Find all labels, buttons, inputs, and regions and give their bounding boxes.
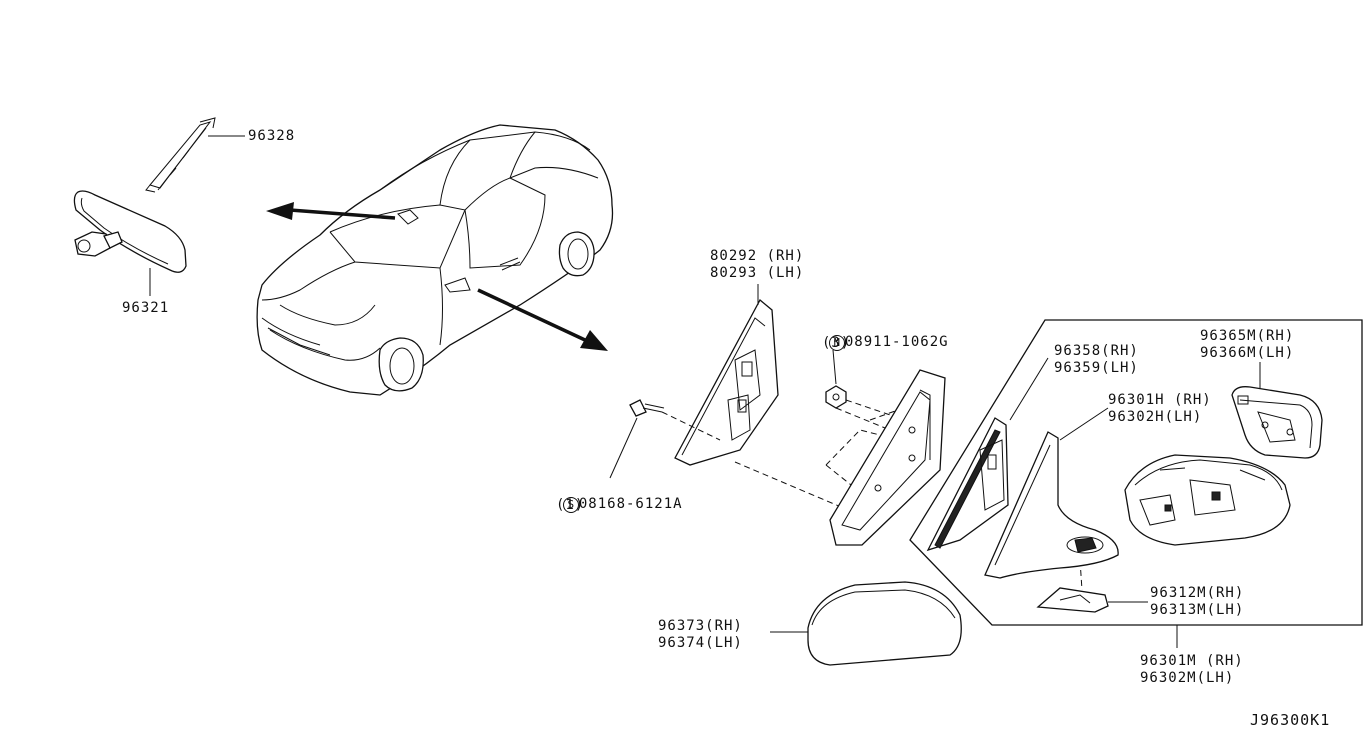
mirror-base-finisher-80292[interactable]	[674, 298, 779, 466]
diagram-id-code: J96300K1	[1250, 711, 1331, 729]
label-96359: 96359(LH)	[1054, 360, 1139, 376]
mirror-bracket-96312m[interactable]	[1036, 587, 1109, 613]
label-96373: 96373(RH)	[658, 618, 743, 634]
vehicle-outline	[256, 124, 614, 396]
bolt-08168[interactable]	[629, 399, 665, 417]
bolt-symbol-icon: S	[562, 497, 579, 513]
label-nut-code: 08911-1062G	[844, 334, 949, 350]
label-nut-qty: (3)	[822, 335, 851, 351]
label-80292: 80292 (RH)	[710, 248, 805, 264]
leader-96358	[1009, 357, 1049, 421]
mirror-glass-96365m[interactable]	[1231, 386, 1323, 459]
mirror-gasket[interactable]	[829, 369, 946, 546]
label-96374: 96374(LH)	[658, 635, 743, 651]
leader-96301h	[1059, 407, 1109, 441]
label-96313m: 96313M(LH)	[1150, 602, 1245, 618]
mirror-cover-96373[interactable]	[807, 581, 962, 666]
label-bolt-qty: (1)	[556, 497, 585, 513]
label-96301h: 96301H (RH)	[1108, 392, 1212, 408]
mirror-base-96301h[interactable]	[984, 431, 1119, 579]
leader-bolt	[609, 417, 638, 479]
mirror-actuator-housing[interactable]	[1124, 454, 1291, 546]
label-96365m: 96365M(RH)	[1200, 328, 1295, 344]
arrow-to-outside-mirror	[477, 288, 608, 351]
label-bolt-code: 08168-6121A	[578, 496, 683, 512]
wire-harness-96328[interactable]	[145, 117, 216, 193]
label-96321: 96321	[122, 300, 170, 316]
label-96358: 96358(RH)	[1054, 343, 1139, 359]
label-96302h: 96302H(LH)	[1108, 409, 1203, 425]
label-80293: 80293 (LH)	[710, 265, 805, 281]
mirror-inner-cover-96358[interactable]	[926, 417, 1009, 552]
inside-mirror-96321[interactable]	[73, 190, 187, 273]
label-96312m: 96312M(RH)	[1150, 585, 1245, 601]
leader-nut	[832, 349, 837, 385]
label-96301m: 96301M (RH)	[1140, 653, 1244, 669]
arrow-to-inside-mirror	[266, 202, 396, 220]
label-96302m: 96302M(LH)	[1140, 670, 1235, 686]
nut-08911[interactable]	[825, 385, 847, 409]
nut-symbol-icon: N	[828, 335, 845, 351]
label-96328: 96328	[248, 128, 296, 144]
label-96366m: 96366M(LH)	[1200, 345, 1295, 361]
